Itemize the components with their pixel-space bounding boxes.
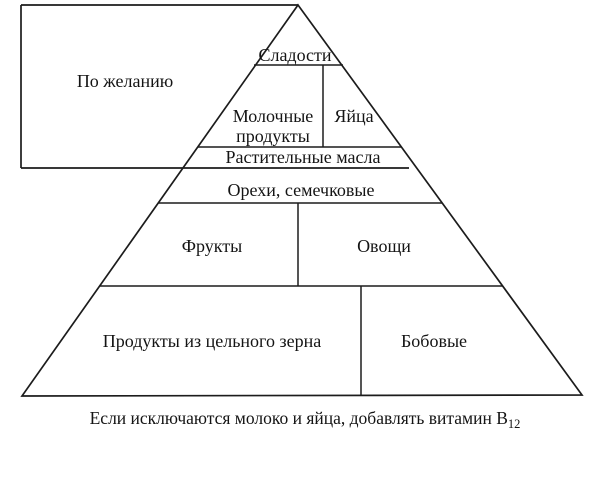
dairy-label-line2: продукты	[236, 126, 310, 146]
fruits-label: Фрукты	[182, 236, 242, 256]
vegetables-label: Овощи	[357, 236, 411, 256]
optional-box-label: По желанию	[77, 71, 173, 91]
footnote-subscript: 12	[508, 417, 521, 431]
sweets-label: Сладости	[258, 45, 331, 65]
grains-label: Продукты из цельного зерна	[103, 331, 321, 351]
pyramid-labels: По желанию Сладости Молочные продукты Яй…	[77, 45, 521, 431]
oils-label: Растительные масла	[226, 147, 381, 167]
pyramid-outline	[20, 3, 584, 397]
pyramid-lines	[20, 3, 584, 397]
dairy-label-line1: Молочные	[233, 106, 314, 126]
eggs-label: Яйца	[334, 106, 373, 126]
footnote-text: Если исключаются молоко и яйца, добавлят…	[90, 408, 508, 428]
footnote: Если исключаются молоко и яйца, добавлят…	[90, 408, 521, 431]
legumes-label: Бобовые	[401, 331, 467, 351]
nuts-label: Орехи, семечковые	[228, 180, 375, 200]
